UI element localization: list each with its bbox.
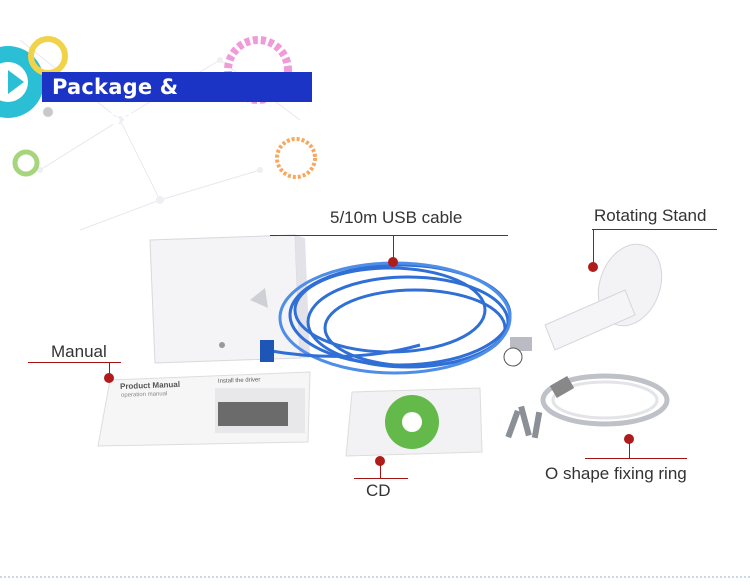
fixing-ring	[540, 373, 670, 427]
usb-connector	[260, 340, 274, 362]
orange-ring-icon	[275, 137, 317, 179]
callout-line	[380, 464, 381, 479]
callout-dot	[388, 257, 398, 267]
page-banner: Package & Accessories	[42, 72, 312, 129]
label-fixing-ring: O shape fixing ring	[545, 464, 687, 483]
callout-line	[629, 443, 630, 459]
callout-line	[592, 229, 717, 230]
callout-line	[593, 229, 594, 266]
banner-title: Package & Accessories	[52, 75, 194, 129]
callout-line	[354, 478, 408, 479]
label-rotating-stand: Rotating Stand	[594, 206, 707, 225]
label-manual: Manual	[51, 342, 107, 361]
screws	[505, 405, 543, 439]
callout-line	[585, 458, 687, 459]
label-cd: CD	[366, 481, 391, 500]
cd-sleeve	[345, 387, 483, 457]
decorative-background	[0, 36, 317, 231]
product-photo	[97, 234, 670, 457]
callout-line	[28, 362, 121, 363]
callout-line	[270, 235, 508, 236]
manual-booklet	[97, 371, 311, 447]
label-usb-cable: 5/10m USB cable	[330, 208, 463, 227]
callout-line	[393, 235, 394, 262]
rotating-stand	[503, 243, 663, 367]
router-device	[149, 234, 310, 364]
green-ring-icon	[12, 149, 40, 177]
callout-dot	[588, 262, 598, 272]
callout-dot	[375, 456, 385, 466]
callout-dot	[624, 434, 634, 444]
pink-gear-icon	[224, 36, 292, 104]
yellow-ring-icon	[28, 36, 68, 76]
callout-line	[109, 362, 110, 374]
callout-dot	[104, 373, 114, 383]
divider	[0, 576, 750, 578]
